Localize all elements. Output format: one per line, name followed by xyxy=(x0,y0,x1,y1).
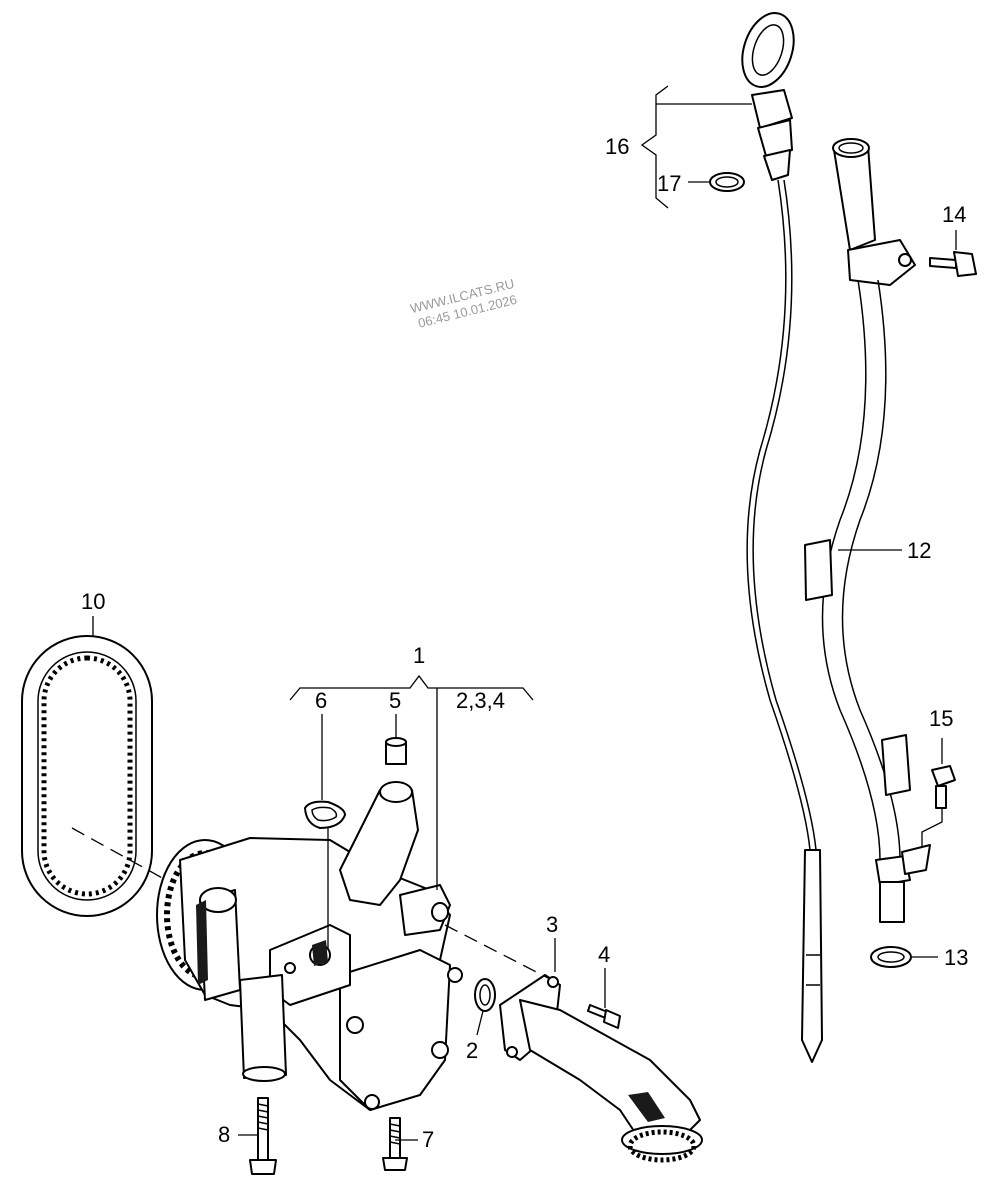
bolt-part-8[interactable] xyxy=(249,1097,277,1175)
sleeve-part-5[interactable] xyxy=(385,737,407,765)
callout-5: 5 xyxy=(389,688,401,713)
o-ring-part-13-inner xyxy=(877,951,905,963)
callout-6: 6 xyxy=(315,688,327,713)
callout-2-3-4: 2,3,4 xyxy=(456,688,505,713)
callout-1: 1 xyxy=(413,643,425,668)
watermark: WWW.ILCATS.RU 06:45 10.01.2026 xyxy=(409,276,519,331)
leader-lines xyxy=(92,85,957,1141)
bolt-part-7[interactable] xyxy=(382,1117,408,1171)
intake-pipe-part-3[interactable] xyxy=(499,974,703,1163)
bolt-part-4[interactable] xyxy=(587,1004,621,1029)
o-ring-part-2[interactable] xyxy=(474,978,496,1012)
callout-16: 16 xyxy=(605,134,629,159)
callout-15: 15 xyxy=(929,706,953,731)
o-ring-part-17-inner xyxy=(715,176,739,188)
callout-8: 8 xyxy=(218,1122,230,1147)
pipe-axis-line xyxy=(444,924,549,979)
oil-dipstick[interactable] xyxy=(733,6,823,1063)
oil-pump-assembly[interactable] xyxy=(156,781,463,1111)
callout-2: 2 xyxy=(466,1038,478,1063)
callout-14: 14 xyxy=(942,202,966,227)
callout-4: 4 xyxy=(598,942,610,967)
callout-labels: 1 2 3 4 5 6 7 8 10 12 13 14 15 16 17 2,3… xyxy=(81,134,968,1152)
callout-12: 12 xyxy=(907,538,931,563)
callout-10: 10 xyxy=(81,589,105,614)
gasket-part-6[interactable] xyxy=(304,800,346,829)
callout-13: 13 xyxy=(944,945,968,970)
bolt-part-15[interactable] xyxy=(931,765,956,809)
o-ring-part-17[interactable] xyxy=(709,172,745,192)
bolt-part-14[interactable] xyxy=(929,251,977,277)
belt-axis-line xyxy=(71,827,176,886)
dipstick-guide-tube[interactable] xyxy=(804,138,931,923)
timing-belt[interactable] xyxy=(21,635,153,917)
o-ring-part-13[interactable] xyxy=(870,946,912,968)
callout-3: 3 xyxy=(546,912,558,937)
callout-7: 7 xyxy=(422,1127,434,1152)
callout-17: 17 xyxy=(657,171,681,196)
